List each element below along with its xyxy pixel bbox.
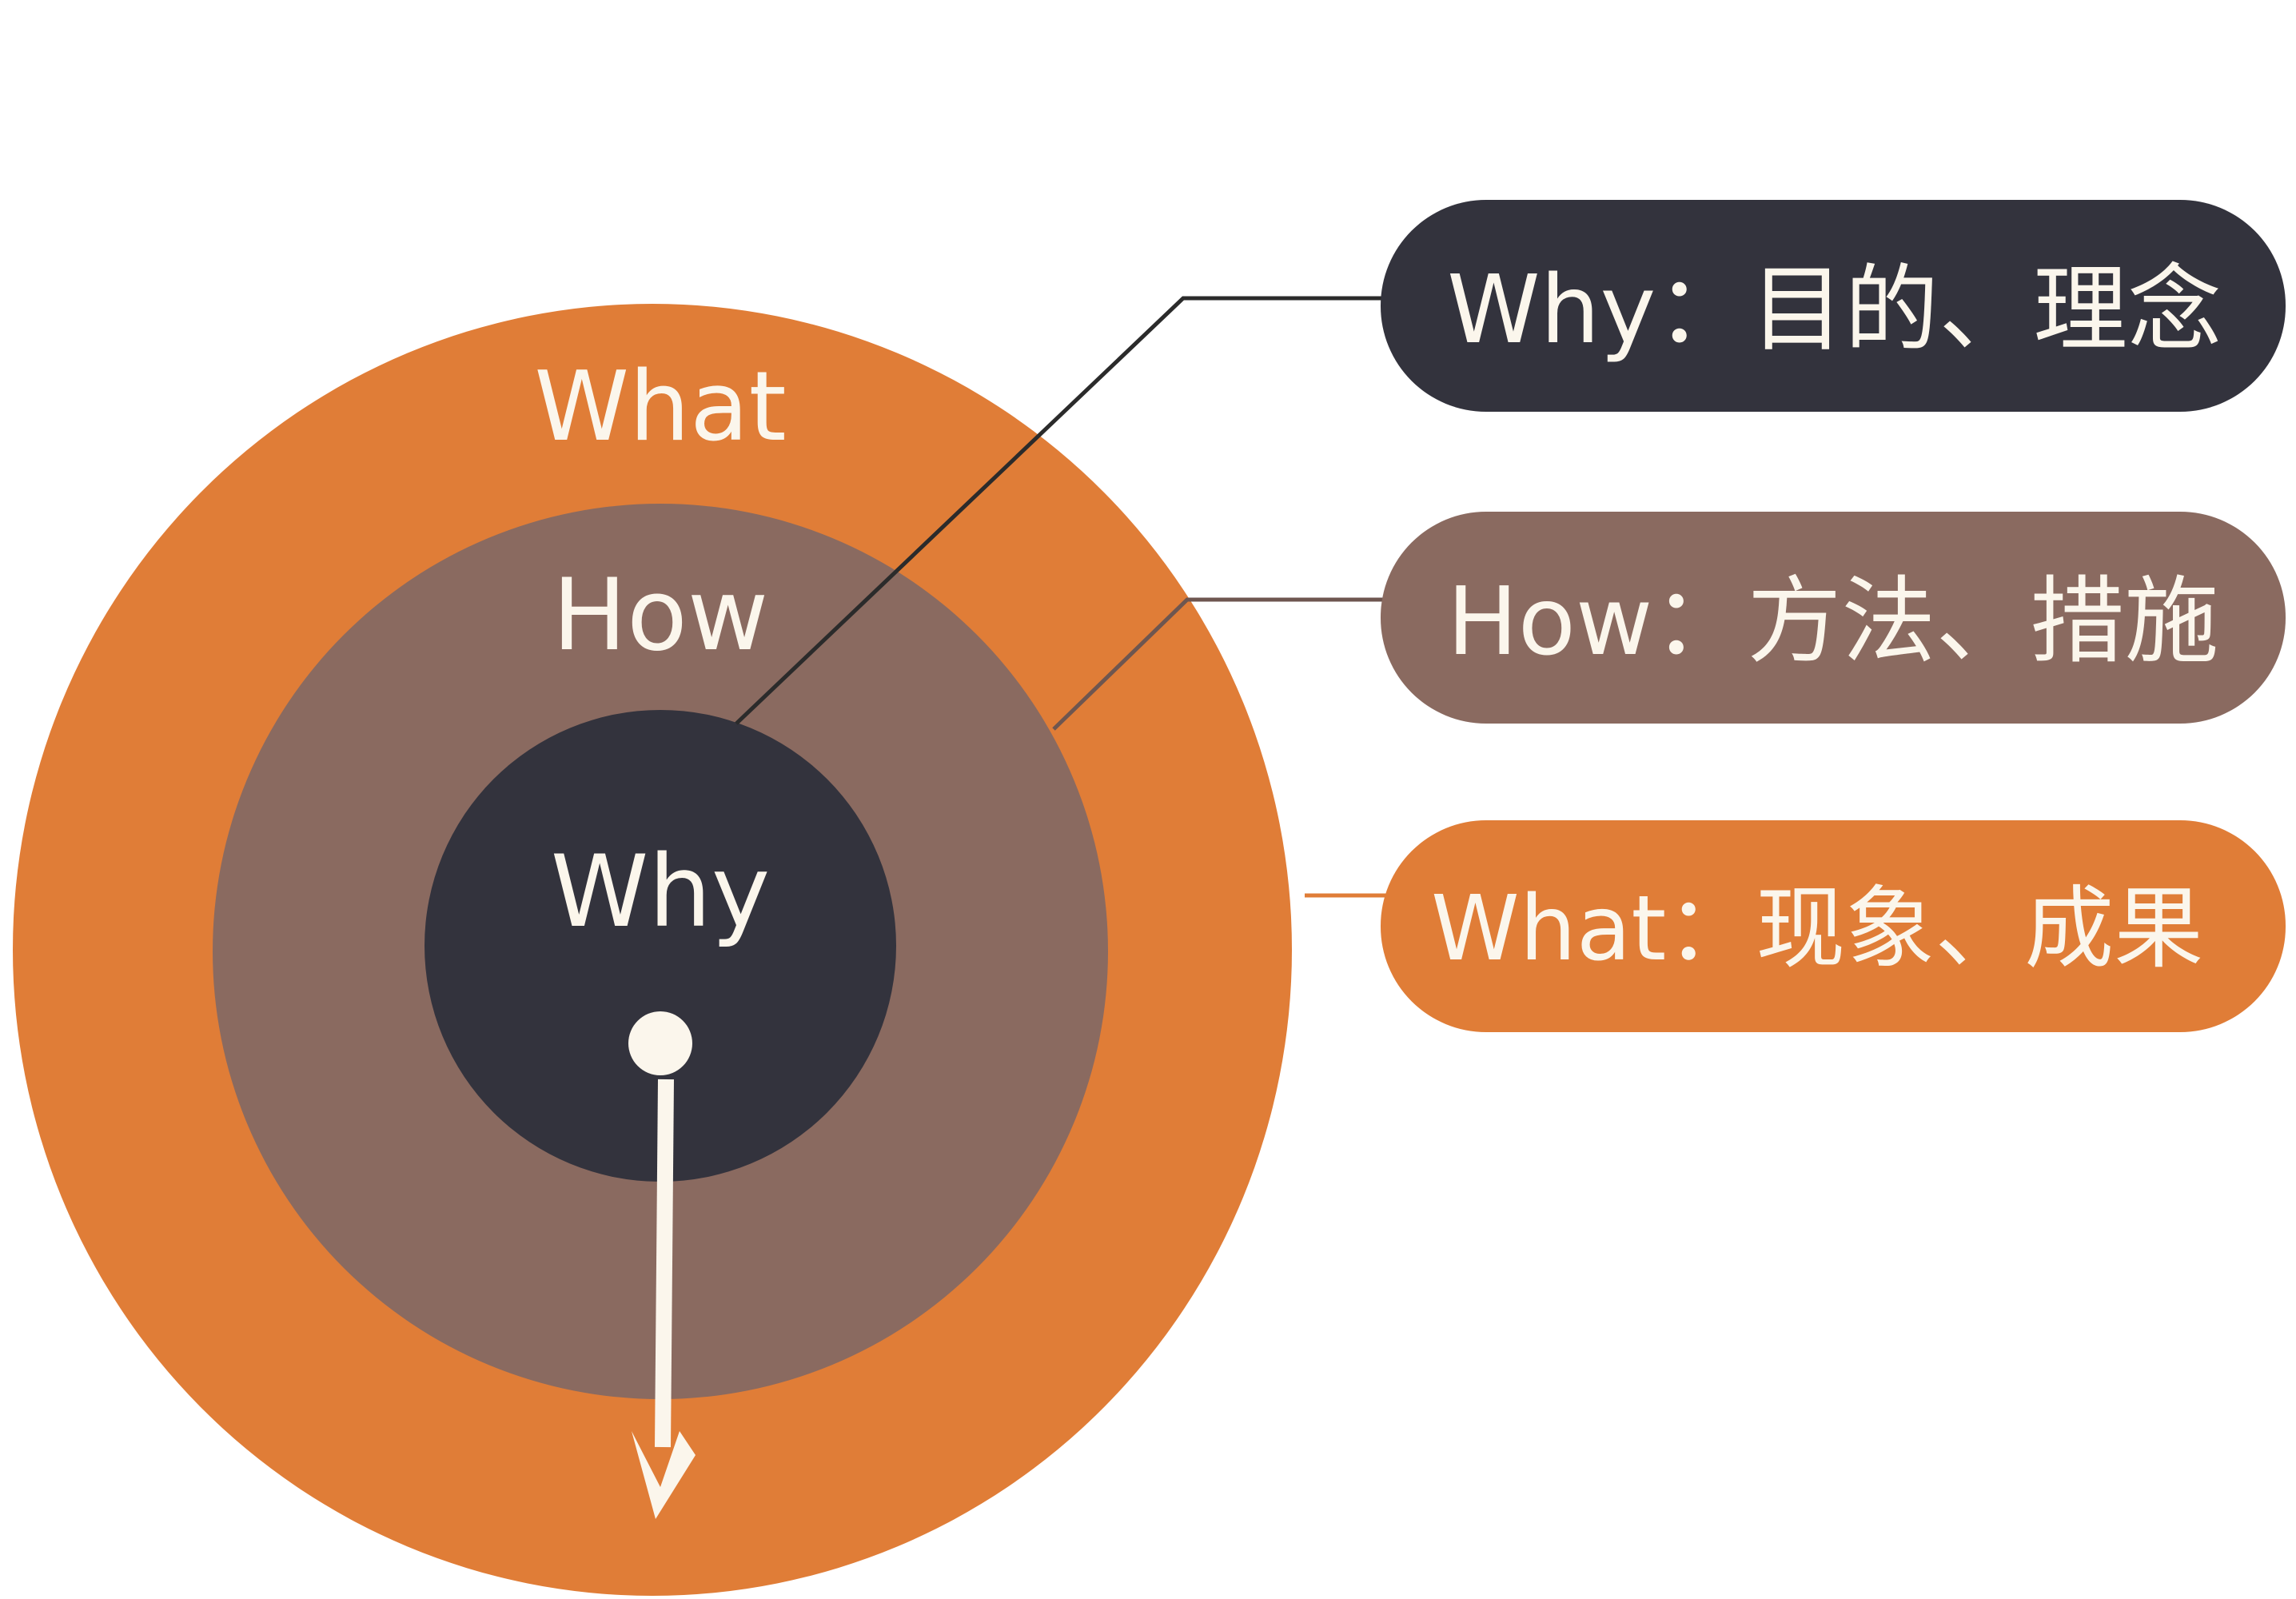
legend-pill-how — [1381, 512, 2286, 724]
why-core — [425, 710, 896, 1182]
legend-pill-why — [1381, 200, 2286, 412]
legend-item-what: What：现象、成果 — [1381, 820, 2286, 1032]
legend-item-how: How：方法、措施 — [1381, 512, 2286, 724]
legend-pill-what — [1381, 820, 2286, 1032]
legend-item-why: Why：目的、理念 — [1381, 200, 2286, 412]
why-core-label: Why — [551, 835, 771, 950]
arrow-icon — [628, 1011, 696, 1519]
why-connector-line — [735, 296, 1387, 725]
legend-label-why: Why：目的、理念 — [1447, 254, 2222, 365]
how-ring-label: How — [552, 558, 769, 673]
how-connector-line — [1052, 597, 1387, 731]
legend-label-what: What：现象、成果 — [1431, 877, 2203, 981]
legend-label-how: How：方法、措施 — [1447, 566, 2218, 676]
what-ring-label: What — [534, 352, 786, 463]
